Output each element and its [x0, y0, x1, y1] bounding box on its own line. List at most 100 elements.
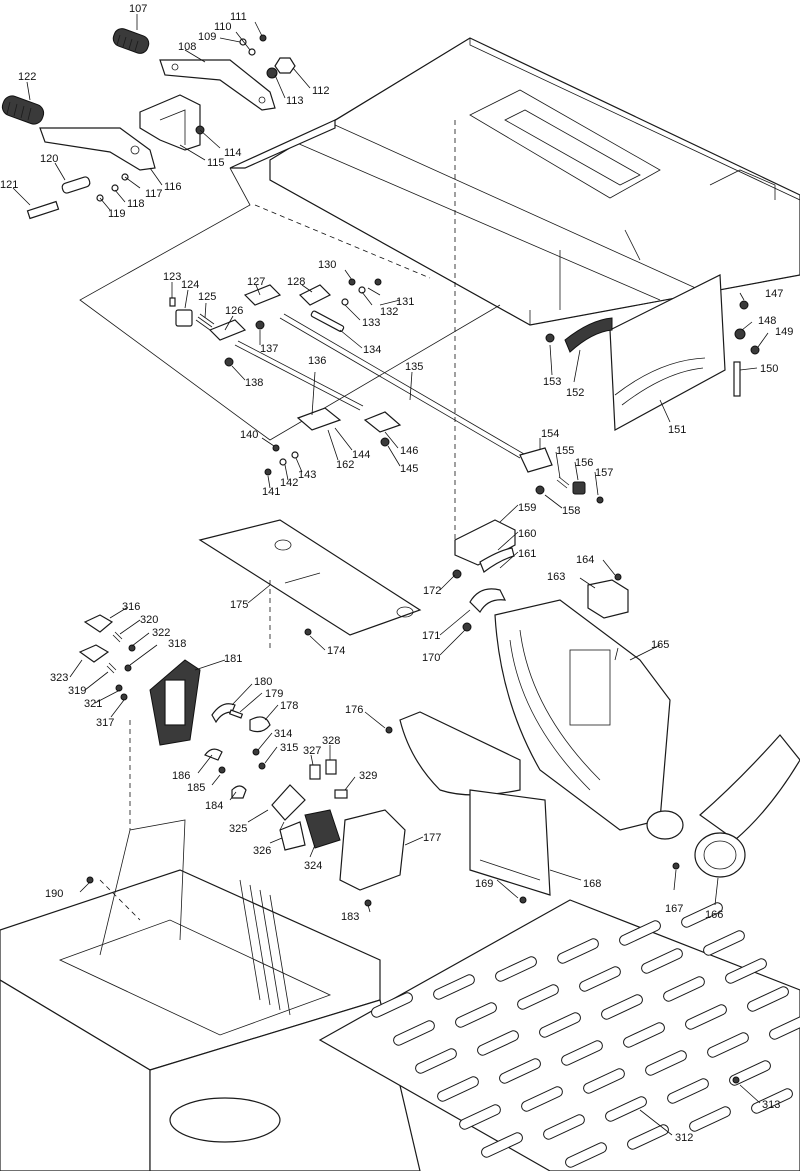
- callout-150: 150: [760, 363, 778, 375]
- callout-164: 164: [576, 554, 594, 566]
- callout-317: 317: [96, 717, 114, 729]
- vent-slot: [623, 1022, 665, 1048]
- callout-167: 167: [665, 903, 683, 915]
- callout-154: 154: [541, 428, 559, 440]
- callout-137: 137: [260, 343, 278, 355]
- callout-162: 162: [336, 459, 354, 471]
- callout-131: 131: [396, 296, 414, 308]
- callout-108: 108: [178, 41, 196, 53]
- callout-316: 316: [122, 601, 140, 613]
- callout-134: 134: [363, 344, 381, 356]
- vent-slot: [481, 1132, 523, 1158]
- callout-168: 168: [583, 878, 601, 890]
- callout-113: 113: [286, 95, 304, 107]
- vent-slot: [415, 1048, 457, 1074]
- callout-124: 124: [181, 279, 199, 291]
- callout-127: 127: [247, 276, 265, 288]
- callout-133: 133: [362, 317, 380, 329]
- callout-159: 159: [518, 502, 536, 514]
- bottom-cover: [318, 899, 800, 1171]
- vent-slot: [579, 966, 621, 992]
- callout-155: 155: [556, 445, 574, 457]
- callout-156: 156: [575, 457, 593, 469]
- callout-170: 170: [422, 652, 440, 664]
- callout-327: 327: [303, 745, 321, 757]
- vent-slot: [459, 1104, 501, 1130]
- table-top: [269, 37, 800, 326]
- vent-slot: [605, 1096, 647, 1122]
- callout-175: 175: [230, 599, 248, 611]
- throat-plate: [198, 519, 422, 636]
- callout-184: 184: [205, 800, 223, 812]
- part-callouts: 107 108 109 110 111 112 113 114 115 116 …: [0, 3, 793, 1144]
- callout-148: 148: [758, 315, 776, 327]
- base-cabinet: [0, 819, 421, 1171]
- callout-176: 176: [345, 704, 363, 716]
- vent-slot: [495, 956, 537, 982]
- callout-123: 123: [163, 271, 181, 283]
- callout-144: 144: [352, 449, 370, 461]
- vent-slot: [557, 938, 599, 964]
- callout-318: 318: [168, 638, 186, 650]
- callout-117: 117: [145, 188, 163, 200]
- vent-slot: [769, 1014, 800, 1040]
- vent-slot: [681, 902, 723, 928]
- vent-slot: [539, 1012, 581, 1038]
- callout-115: 115: [207, 157, 225, 169]
- callout-325: 325: [229, 823, 247, 835]
- callout-151: 151: [668, 424, 686, 436]
- callout-138: 138: [245, 377, 263, 389]
- handle-assembly: [1, 28, 501, 441]
- callout-130: 130: [318, 259, 336, 271]
- vent-slot: [521, 1086, 563, 1112]
- callout-140: 140: [240, 429, 258, 441]
- callout-147: 147: [765, 288, 783, 300]
- vent-slot: [725, 958, 767, 984]
- leader-lines: [12, 14, 769, 1136]
- callout-122: 122: [18, 71, 36, 83]
- callout-110: 110: [214, 21, 232, 33]
- callout-161: 161: [518, 548, 536, 560]
- vent-slot: [707, 1032, 749, 1058]
- vent-slot: [663, 976, 705, 1002]
- vent-slot: [433, 974, 475, 1000]
- callout-322: 322: [152, 627, 170, 639]
- vent-slot: [393, 1020, 435, 1046]
- vent-slot: [689, 1106, 731, 1132]
- vent-slot: [583, 1068, 625, 1094]
- vent-slot: [685, 1004, 727, 1030]
- callout-326: 326: [253, 845, 271, 857]
- callout-321: 321: [84, 698, 102, 710]
- callout-107: 107: [129, 3, 147, 15]
- callout-324: 324: [304, 860, 322, 872]
- callout-320: 320: [140, 614, 158, 626]
- vent-slot: [627, 1124, 669, 1150]
- vent-slot: [703, 930, 745, 956]
- callout-165: 165: [651, 639, 669, 651]
- vent-slot: [499, 1058, 541, 1084]
- callout-153: 153: [543, 376, 561, 388]
- callout-319: 319: [68, 685, 86, 697]
- vent-slot: [751, 1088, 793, 1114]
- shaft-assembly: [169, 278, 604, 504]
- callout-166: 166: [705, 909, 723, 921]
- callout-158: 158: [562, 505, 580, 517]
- callout-323: 323: [50, 672, 68, 684]
- callout-116: 116: [164, 181, 182, 193]
- callout-132: 132: [380, 306, 398, 318]
- callout-146: 146: [400, 445, 418, 457]
- callout-313: 313: [762, 1099, 780, 1111]
- callout-315: 315: [280, 742, 298, 754]
- vent-slot: [641, 948, 683, 974]
- vent-slot: [517, 984, 559, 1010]
- callout-178: 178: [280, 700, 298, 712]
- callout-120: 120: [40, 153, 58, 165]
- callout-183: 183: [341, 911, 359, 923]
- callout-185: 185: [187, 782, 205, 794]
- vent-slot: [619, 920, 661, 946]
- callout-171: 171: [422, 630, 440, 642]
- callout-329: 329: [359, 770, 377, 782]
- bevel-plate: [545, 274, 760, 431]
- callout-143: 143: [298, 469, 316, 481]
- callout-160: 160: [518, 528, 536, 540]
